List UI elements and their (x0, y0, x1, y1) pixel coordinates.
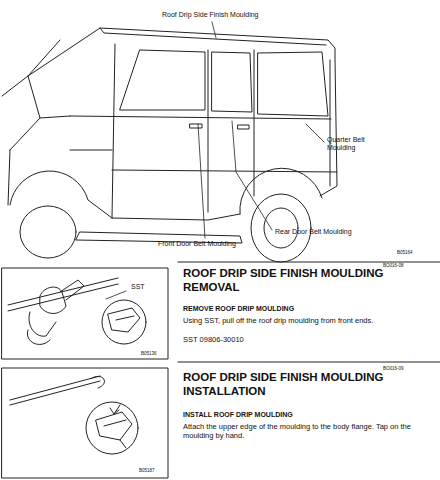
figure-code: B05164 (397, 250, 437, 255)
tool-label: SST (131, 283, 161, 291)
vehicle-drawing (2, 28, 337, 262)
separator-line (178, 362, 440, 363)
part-name: Quarter Belt Moulding (327, 136, 379, 153)
separator-line (178, 262, 440, 263)
part-name: Front Door Belt Moulding (158, 240, 278, 248)
installation-inset (2, 368, 168, 478)
part-name: Roof Drip Side Finish Moulding (162, 11, 342, 19)
section-code: BO016-09 (383, 366, 437, 371)
figure-code: B05187 (139, 468, 167, 473)
step-text: Using SST, pull off the roof drip mouldi… (183, 316, 428, 325)
figure-code: B05136 (141, 351, 167, 356)
leader-line (198, 22, 324, 238)
section-heading: ROOF DRIP SIDE FINISH MOULDING REMOVAL (183, 266, 435, 295)
step-text: Attach the upper edge of the moulding to… (183, 422, 428, 440)
removal-inset (2, 268, 168, 359)
part-name: Rear Door Belt Moulding (275, 228, 395, 236)
step-heading: INSTALL ROOF DRIP MOULDING (183, 411, 433, 419)
step-heading: REMOVE ROOF DRIP MOULDING (183, 305, 433, 313)
tool-number: SST 09806-30010 (183, 335, 383, 344)
section-heading: ROOF DRIP SIDE FINISH MOULDING INSTALLAT… (183, 370, 435, 399)
section-code: BO016-08 (383, 263, 437, 268)
